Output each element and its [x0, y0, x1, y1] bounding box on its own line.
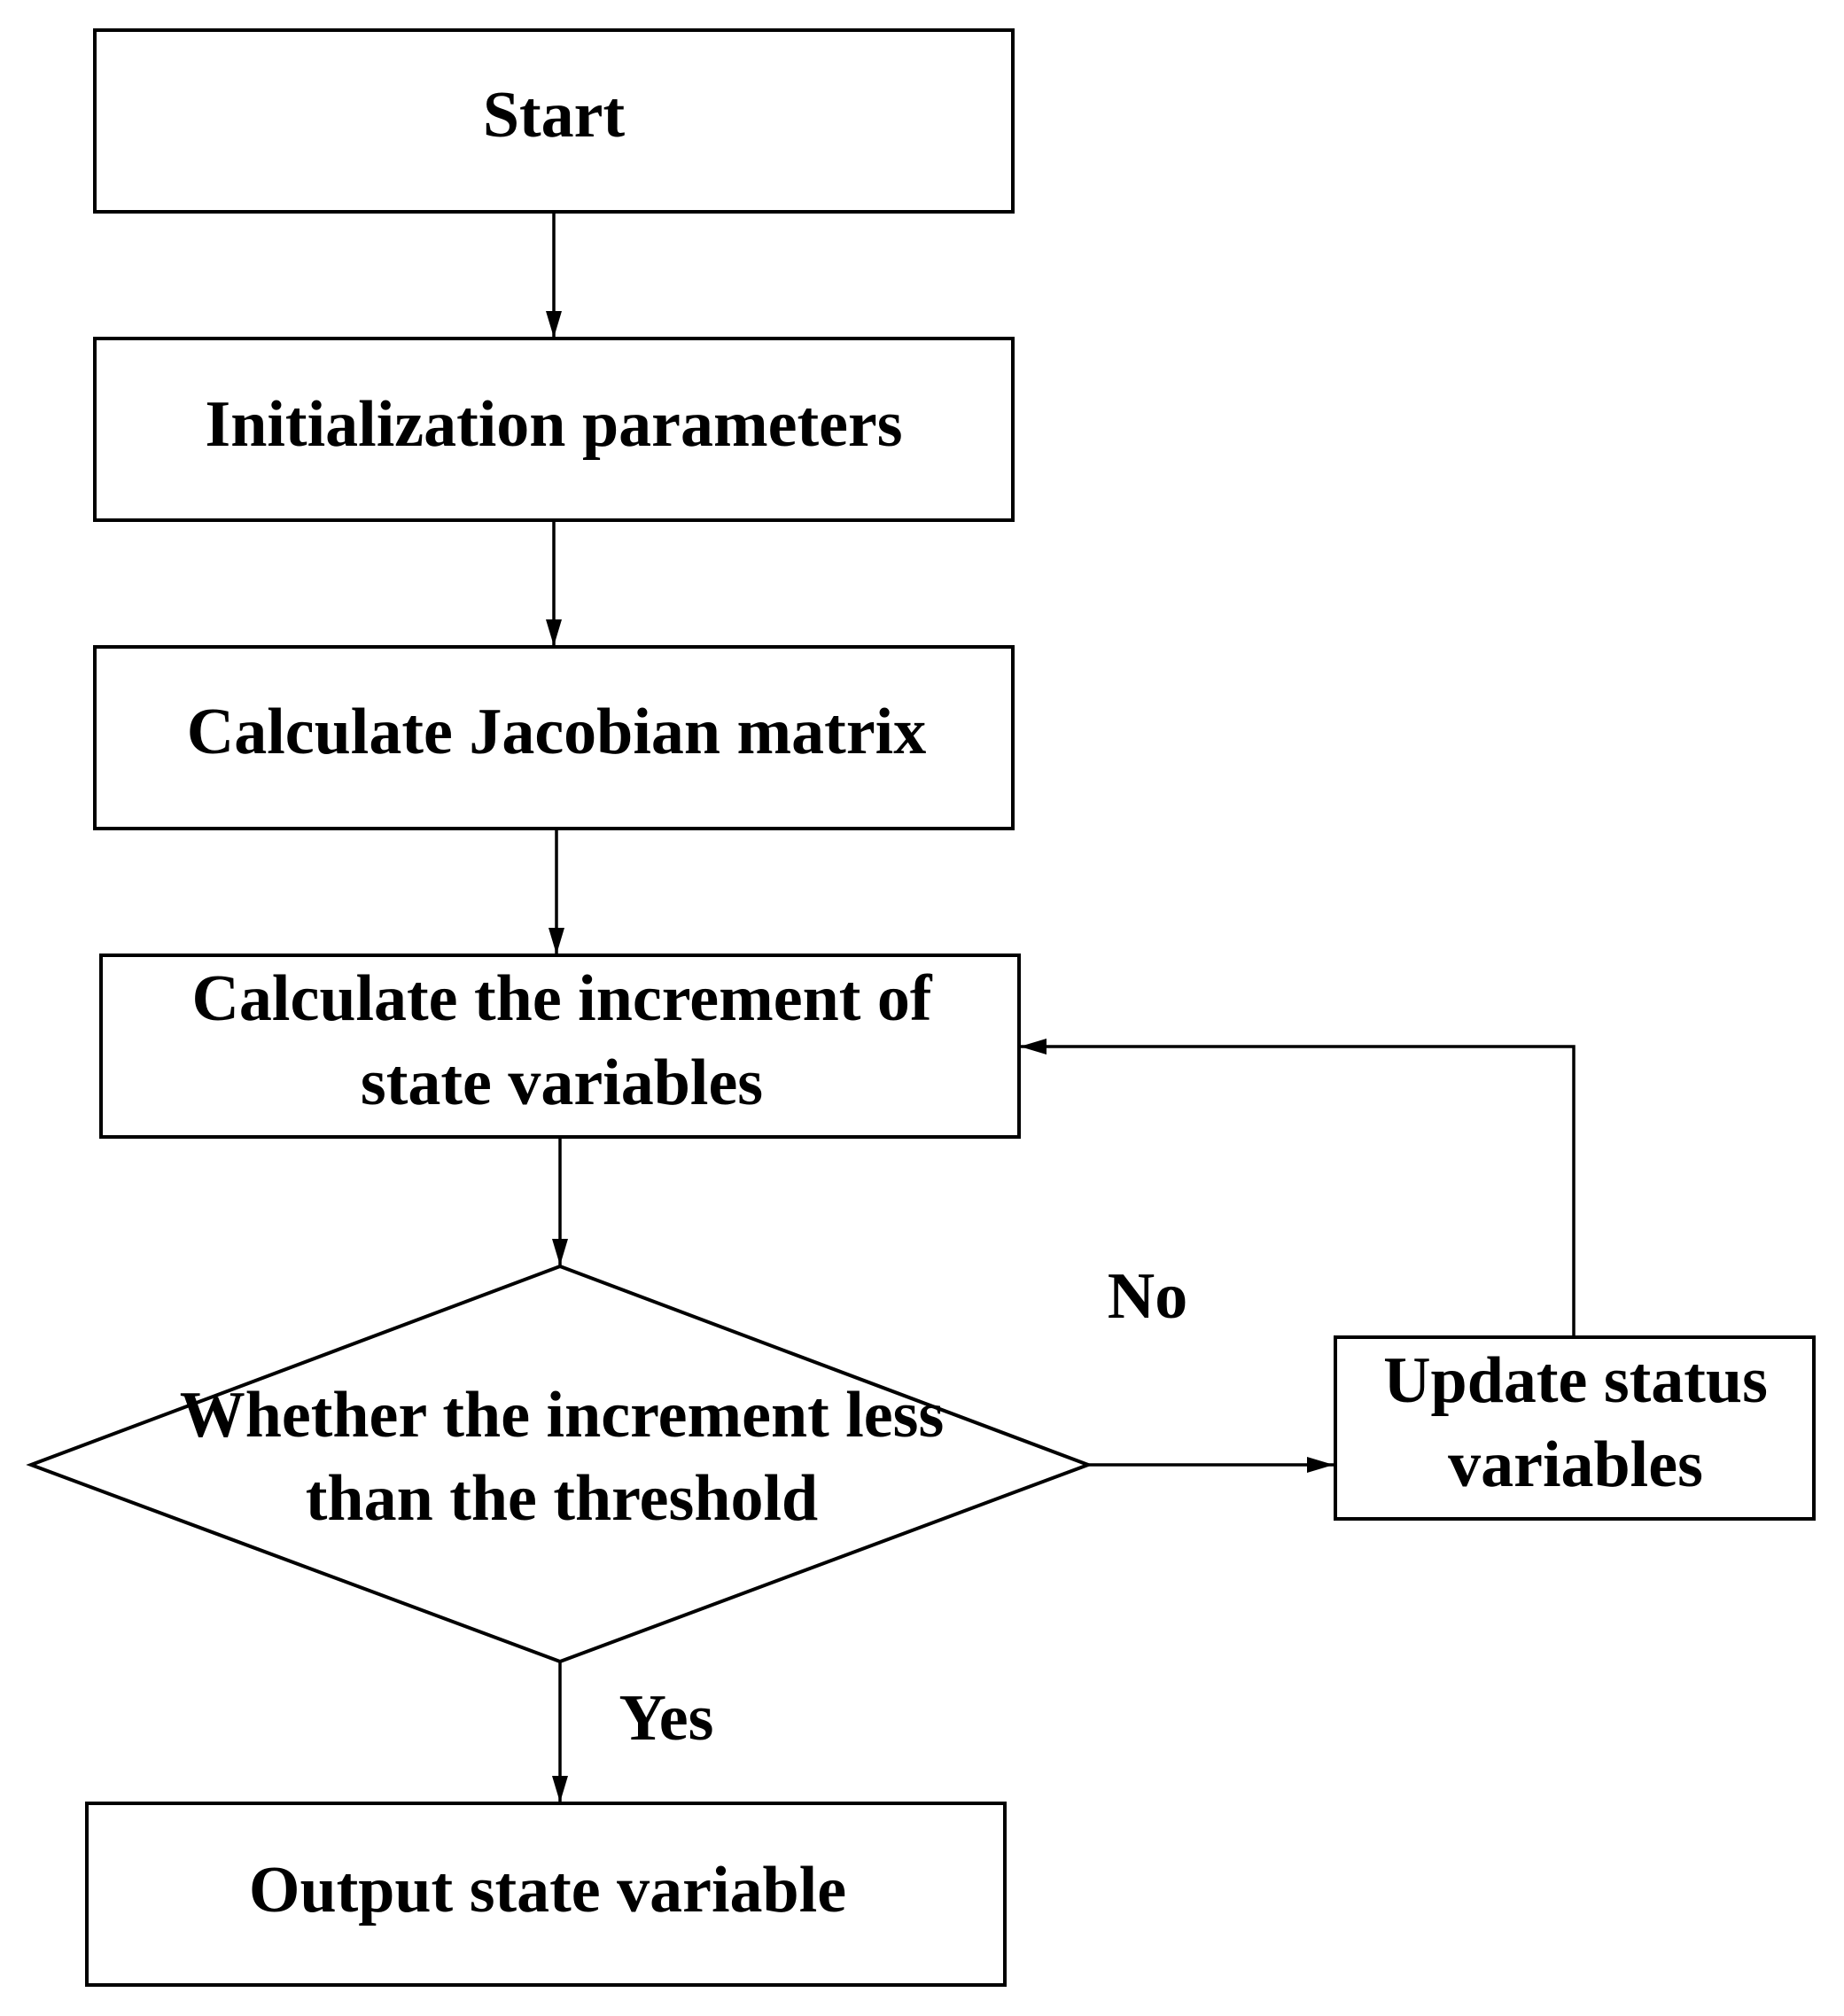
decision-label-line-2: than the threshold — [306, 1462, 818, 1535]
update-label-line-1: Update status — [1383, 1344, 1768, 1417]
yes-label: Yes — [619, 1682, 714, 1755]
start-label: Start — [483, 79, 626, 152]
update-box — [1334, 1335, 1816, 1521]
init-label: Initialization parameters — [205, 388, 902, 461]
init-box — [93, 337, 1015, 522]
jacobian-box — [93, 645, 1015, 830]
increment-label-line-1: Calculate the increment of — [191, 962, 932, 1035]
decision-label-line-1: Whether the increment less — [180, 1379, 945, 1452]
start-box — [93, 28, 1015, 214]
increment-box — [99, 954, 1021, 1139]
increment-label-line-2: state variables — [361, 1047, 763, 1119]
output-box — [85, 1802, 1007, 1987]
jacobian-label: Calculate Jacobian matrix — [187, 696, 926, 768]
update-label-line-2: variables — [1448, 1428, 1703, 1501]
output-label: Output state variable — [249, 1854, 846, 1926]
no-label: No — [1108, 1260, 1187, 1333]
arrow-update-to-increment — [1020, 1039, 1576, 1337]
